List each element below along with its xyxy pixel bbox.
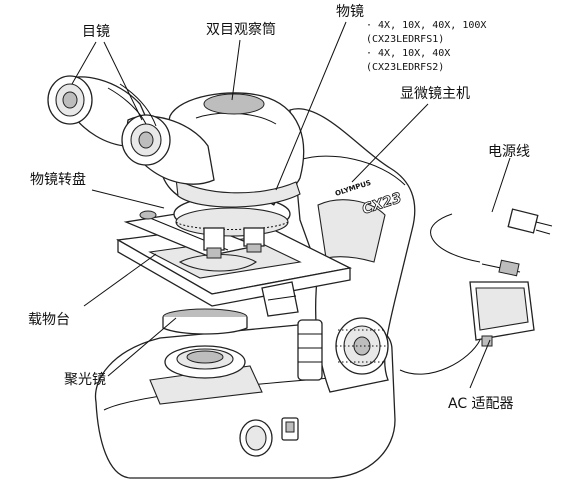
objective-spec-line: · 4X, 10X, 40X [366, 48, 450, 59]
objective-spec-line: (CX23LEDRFS1) [366, 34, 444, 45]
condenser-illustration [162, 308, 248, 379]
label-stage: 载物台 [28, 312, 70, 328]
label-objective: 物镜 [336, 4, 364, 20]
microscope-illustration: OLYMPUS CX23 [47, 75, 416, 479]
power-cord-illustration [430, 208, 553, 277]
label-ac-adapter: AC 适配器 [448, 396, 514, 412]
label-binocular-tube: 双目观察筒 [206, 21, 276, 38]
label-power-cord: 电源线 [488, 144, 530, 160]
stage-control-illustration [297, 319, 323, 381]
label-nosepiece: 物镜转盘 [30, 171, 86, 188]
stage-illustration [116, 210, 353, 317]
labels: 目镜 双目观察筒 物镜 · 4X, 10X, 40X, 100X (CX23LE… [28, 4, 530, 412]
focus-knob-illustration [335, 317, 389, 375]
ac-adapter-illustration [399, 281, 535, 375]
eyepieces-illustration [47, 75, 215, 185]
label-microscope-body: 显微镜主机 [400, 86, 470, 102]
label-eyepiece: 目镜 [82, 24, 110, 40]
objective-spec-line: · 4X, 10X, 40X, 100X [366, 20, 486, 31]
objective-spec-line: (CX23LEDRFS2) [366, 62, 444, 73]
label-condenser: 聚光镜 [64, 372, 106, 388]
leader-lines [71, 21, 511, 389]
